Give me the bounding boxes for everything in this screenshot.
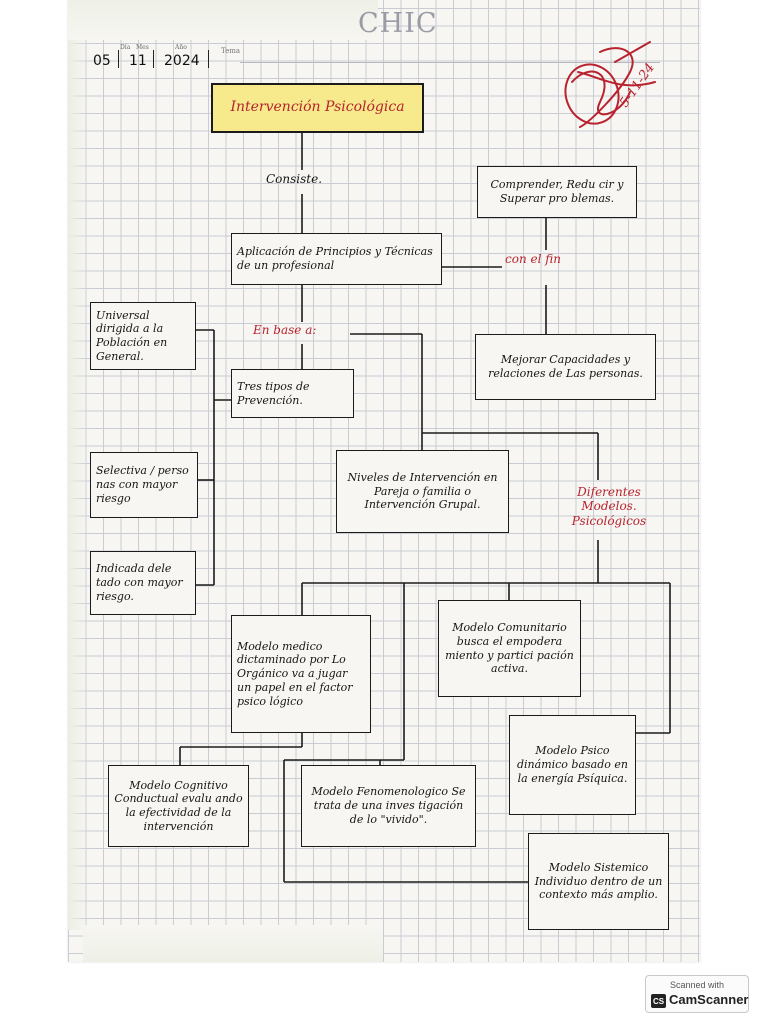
- modelo-cognitivo-box: Modelo Cognitivo Conductual evalu ando l…: [108, 765, 249, 847]
- tres-tipos-box: Tres tipos de Prevención.: [231, 369, 354, 418]
- modelo-psicodinamico-box: Modelo Psico dinámico basado en la energ…: [509, 715, 636, 815]
- notebook-brand: CHIC: [358, 8, 438, 39]
- date-separator: [153, 50, 154, 68]
- prevencion-indicada-box: Indicada dele tado con mayor riesgo.: [90, 551, 196, 615]
- date-separator: [118, 50, 119, 68]
- scanned-with-text: Scanned with: [669, 980, 725, 990]
- date-separator: [208, 50, 209, 68]
- con-el-fin-label: con el fin: [505, 252, 561, 266]
- signature-stamp: 5-11-24: [564, 41, 658, 128]
- topic-label: Tema: [221, 47, 241, 55]
- leaf-decoration-top: [68, 0, 378, 40]
- prevencion-universal-box: Universal dirigida a la Población en Gen…: [90, 302, 196, 370]
- modelo-fenomenologico-box: Modelo Fenomenologico Se trata de una in…: [301, 765, 476, 847]
- comprender-box: Comprender, Redu cir y Superar pro blema…: [477, 166, 637, 218]
- modelo-sistemico-box: Modelo Sistemico Individuo dentro de un …: [528, 833, 669, 930]
- aplicacion-box: Aplicación de Principios y Técnicas de u…: [231, 233, 442, 285]
- camscanner-watermark: Scanned with CS CamScanner: [645, 975, 749, 1013]
- month-label: Mes: [136, 44, 149, 51]
- diferentes-modelos-label: Diferentes Modelos. Psicológicos: [571, 485, 647, 528]
- leaf-decoration-left: [68, 40, 88, 930]
- mejorar-box: Mejorar Capacidades y relaciones de Las …: [475, 334, 656, 400]
- camscanner-name: CamScanner: [669, 992, 749, 1007]
- year-value: 2024: [164, 53, 200, 69]
- month-value: 11: [129, 53, 147, 69]
- modelo-comunitario-box: Modelo Comunitario busca el empodera mie…: [438, 600, 581, 697]
- topic-line: [240, 62, 660, 63]
- en-base-label: En base a:: [253, 323, 317, 337]
- niveles-box: Niveles de Intervención en Pareja o fami…: [336, 450, 509, 533]
- camscanner-logo-icon: CS: [651, 994, 666, 1008]
- year-label: Año: [175, 44, 187, 51]
- consiste-label: Consiste.: [266, 172, 323, 186]
- day-value: 05: [93, 53, 111, 69]
- prevencion-selectiva-box: Selectiva / perso nas con mayor riesgo: [90, 452, 198, 518]
- title-box: Intervención Psicológica: [211, 83, 424, 133]
- modelo-medico-box: Modelo medico dictaminado por Lo Orgánic…: [231, 615, 371, 733]
- day-label: Día: [120, 44, 131, 51]
- leaf-decoration-bottom: [83, 925, 383, 962]
